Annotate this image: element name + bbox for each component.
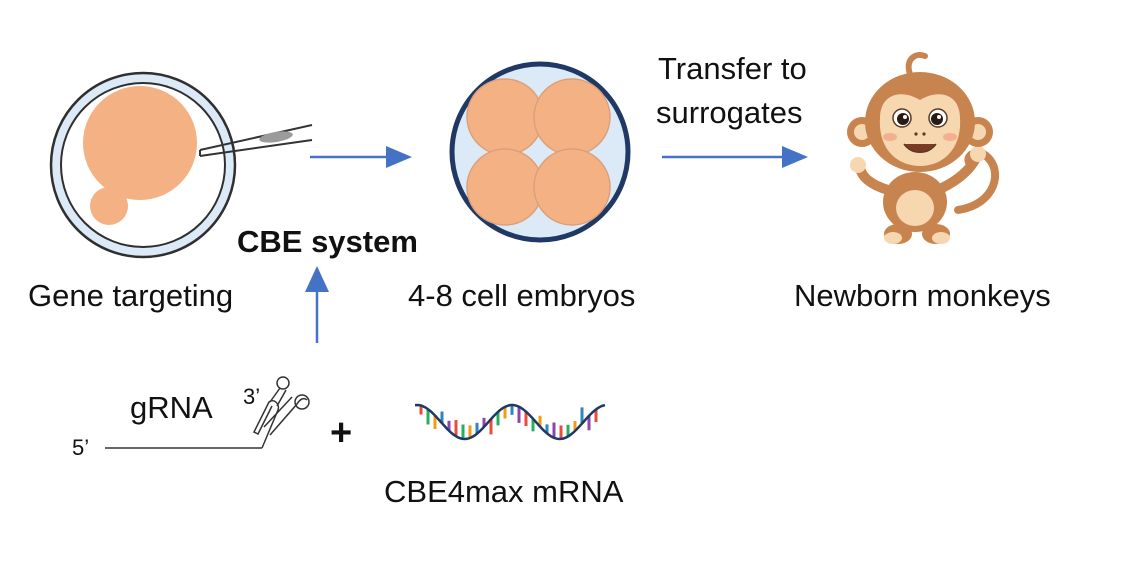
grna-hairpin-icon [105,376,310,449]
grna-label: gRNA [130,390,213,425]
arrow-to-surrogates [662,146,808,168]
arrow-up-to-cbe [305,266,329,343]
transfer-label-line2: surrogates [656,95,803,130]
plus-sign: + [330,412,353,454]
arrow-to-embryos [310,146,412,168]
three-prime-label: 3’ [243,384,261,409]
four-cell-embryo-icon [449,61,631,243]
transfer-label-line1: Transfer to [658,51,807,86]
mrna-label: CBE4max mRNA [384,474,624,509]
injection-needle-icon [199,124,313,157]
oocyte-injection-icon [49,71,313,259]
cartoon-monkey-icon [847,52,999,244]
gene-targeting-label: Gene targeting [28,278,234,313]
five-prime-label: 5’ [72,435,90,460]
newborn-label: Newborn monkeys [794,278,1051,313]
mrna-wave-icon [414,403,606,441]
embryos-label: 4-8 cell embryos [408,278,636,313]
cbe-system-label: CBE system [237,224,418,259]
mrna-backbone [414,403,606,441]
